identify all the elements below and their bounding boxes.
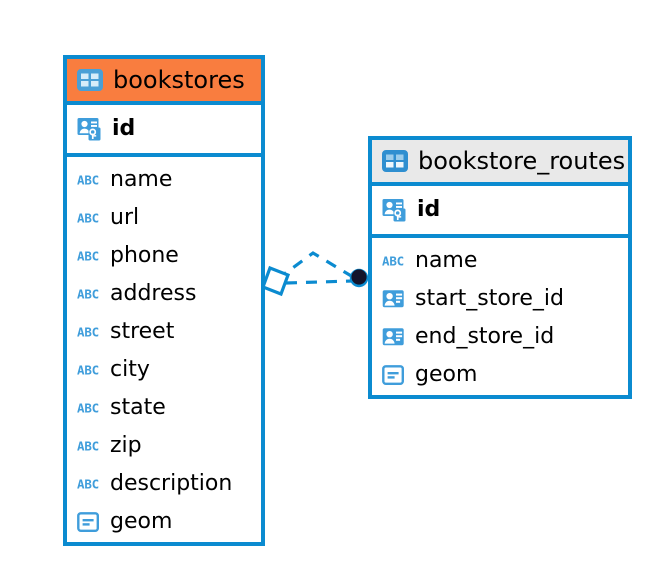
svg-text:ABC: ABC bbox=[77, 477, 99, 491]
field-label: start_store_id bbox=[415, 286, 564, 311]
entity-bookstores[interactable]: bookstores bbox=[63, 55, 265, 546]
field-label: city bbox=[110, 357, 150, 382]
svg-text:ABC: ABC bbox=[77, 363, 99, 377]
entity-bookstore-routes-primary-keys: id bbox=[372, 186, 628, 238]
table-icon bbox=[77, 69, 103, 91]
text-abc-icon: ABC bbox=[77, 173, 101, 187]
field-row[interactable]: id bbox=[67, 105, 261, 153]
field-label: id bbox=[112, 116, 136, 141]
svg-text:ABC: ABC bbox=[77, 249, 99, 263]
entity-bookstores-title: bookstores bbox=[113, 66, 245, 94]
field-label: url bbox=[110, 205, 140, 230]
field-label: end_store_id bbox=[415, 324, 555, 349]
field-label: zip bbox=[110, 433, 142, 458]
field-label: geom bbox=[415, 362, 478, 387]
foreign-key-icon bbox=[382, 327, 406, 347]
primary-key-icon bbox=[77, 117, 103, 141]
field-label: name bbox=[110, 167, 173, 192]
text-abc-icon: ABC bbox=[382, 254, 406, 268]
text-abc-icon: ABC bbox=[77, 211, 101, 225]
text-abc-icon: ABC bbox=[77, 325, 101, 339]
field-row[interactable]: ABC city bbox=[67, 351, 261, 389]
svg-text:ABC: ABC bbox=[77, 287, 99, 301]
entity-bookstores-header[interactable]: bookstores bbox=[67, 59, 261, 105]
field-row[interactable]: id bbox=[372, 186, 628, 234]
diamond-marker[interactable] bbox=[260, 265, 291, 297]
field-row[interactable]: ABC zip bbox=[67, 427, 261, 465]
filled-circle-marker[interactable] bbox=[349, 268, 369, 288]
field-label: description bbox=[110, 471, 233, 496]
diamond-marker-shape bbox=[260, 265, 291, 297]
field-row[interactable]: ABC name bbox=[372, 242, 628, 280]
geometry-icon bbox=[77, 511, 101, 533]
svg-text:ABC: ABC bbox=[382, 254, 404, 268]
field-row[interactable]: geom bbox=[67, 503, 261, 541]
field-label: geom bbox=[110, 509, 173, 534]
entity-bookstore-routes-title: bookstore_routes bbox=[418, 147, 626, 175]
field-label: name bbox=[415, 248, 478, 273]
table-icon bbox=[382, 150, 408, 172]
svg-text:ABC: ABC bbox=[77, 211, 99, 225]
svg-text:ABC: ABC bbox=[77, 401, 99, 415]
text-abc-icon: ABC bbox=[77, 439, 101, 453]
svg-text:ABC: ABC bbox=[77, 173, 99, 187]
text-abc-icon: ABC bbox=[77, 401, 101, 415]
text-abc-icon: ABC bbox=[77, 477, 101, 491]
filled-circle-marker-ring bbox=[349, 268, 369, 288]
field-label: state bbox=[110, 395, 166, 420]
entity-bookstore-routes[interactable]: bookstore_routes bbox=[368, 136, 632, 399]
foreign-key-icon bbox=[382, 289, 406, 309]
filled-circle-marker-core bbox=[351, 269, 367, 285]
geometry-icon bbox=[382, 364, 406, 386]
field-row[interactable]: ABC name bbox=[67, 161, 261, 199]
field-label: id bbox=[417, 197, 441, 222]
svg-text:ABC: ABC bbox=[77, 439, 99, 453]
relationship-line-lower bbox=[285, 279, 353, 285]
entity-bookstores-fields: ABC name ABC url ABC phone ABC ad bbox=[67, 157, 261, 546]
entity-bookstore-routes-fields: ABC name start_store_id bbox=[372, 238, 628, 399]
field-row[interactable]: ABC phone bbox=[67, 237, 261, 275]
primary-key-icon bbox=[382, 198, 408, 222]
field-row[interactable]: ABC address bbox=[67, 275, 261, 313]
field-label: phone bbox=[110, 243, 179, 268]
relationship-line-upper bbox=[282, 251, 354, 279]
text-abc-icon: ABC bbox=[77, 287, 101, 301]
entity-bookstore-routes-header[interactable]: bookstore_routes bbox=[372, 140, 628, 186]
field-row[interactable]: ABC description bbox=[67, 465, 261, 503]
field-row[interactable]: start_store_id bbox=[372, 280, 628, 318]
svg-text:ABC: ABC bbox=[77, 325, 99, 339]
field-row[interactable]: ABC street bbox=[67, 313, 261, 351]
field-row[interactable]: ABC state bbox=[67, 389, 261, 427]
field-label: street bbox=[110, 319, 175, 344]
text-abc-icon: ABC bbox=[77, 249, 101, 263]
field-label: address bbox=[110, 281, 197, 306]
field-row[interactable]: ABC url bbox=[67, 199, 261, 237]
text-abc-icon: ABC bbox=[77, 363, 101, 377]
entity-bookstores-primary-keys: id bbox=[67, 105, 261, 157]
field-row[interactable]: geom bbox=[372, 356, 628, 394]
field-row[interactable]: end_store_id bbox=[372, 318, 628, 356]
